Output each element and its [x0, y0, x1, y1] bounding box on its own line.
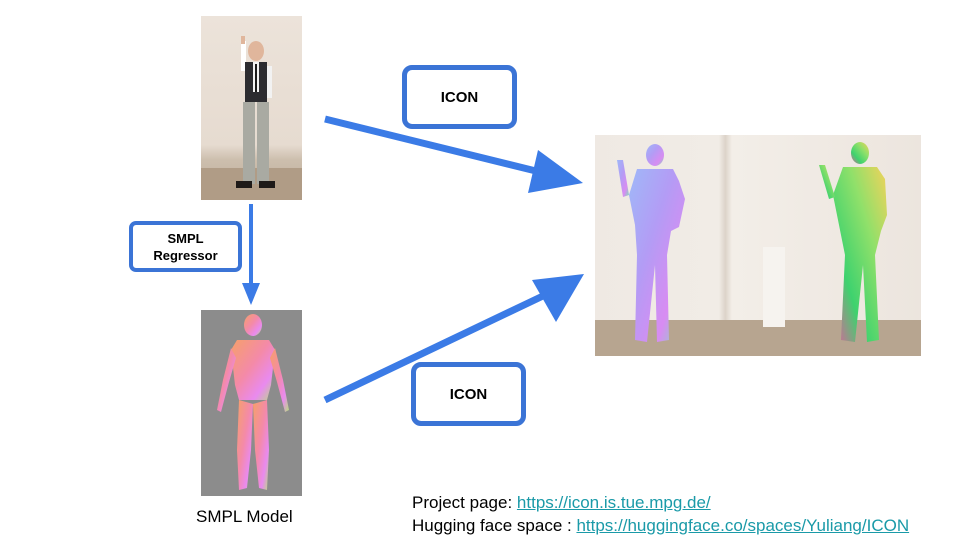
hf-space-link[interactable]: https://huggingface.co/spaces/Yuliang/IC…: [576, 516, 910, 535]
input-person-photo: [201, 16, 302, 200]
icon-label-top: ICON: [440, 88, 479, 106]
smpl-model-render: [201, 310, 302, 496]
project-page-link[interactable]: https://icon.is.tue.mpg.de/: [516, 493, 711, 512]
icon-result-photo: [595, 135, 921, 356]
smpl-regressor-box: SMPL Regressor: [129, 221, 242, 272]
arrow-smpl-regressor: [242, 204, 260, 305]
icon-label-box-bottom: ICON: [411, 362, 526, 426]
smpl-model-caption: SMPL Model: [196, 507, 293, 526]
arrow-icon-top: [324, 115, 583, 193]
project-page-label: Project page:: [412, 493, 513, 512]
smpl-regressor-line2: Regressor: [153, 247, 218, 263]
links-block: Project page: https://icon.is.tue.mpg.de…: [412, 491, 909, 537]
arrow-icon-bottom: [323, 274, 584, 404]
project-page-line: Project page: https://icon.is.tue.mpg.de…: [412, 491, 909, 514]
hf-space-label: Hugging face space :: [412, 516, 572, 535]
smpl-regressor-line1: SMPL: [167, 230, 204, 246]
icon-label-box-top: ICON: [402, 65, 517, 129]
hf-space-line: Hugging face space : https://huggingface…: [412, 514, 909, 537]
icon-label-bottom: ICON: [449, 385, 488, 403]
